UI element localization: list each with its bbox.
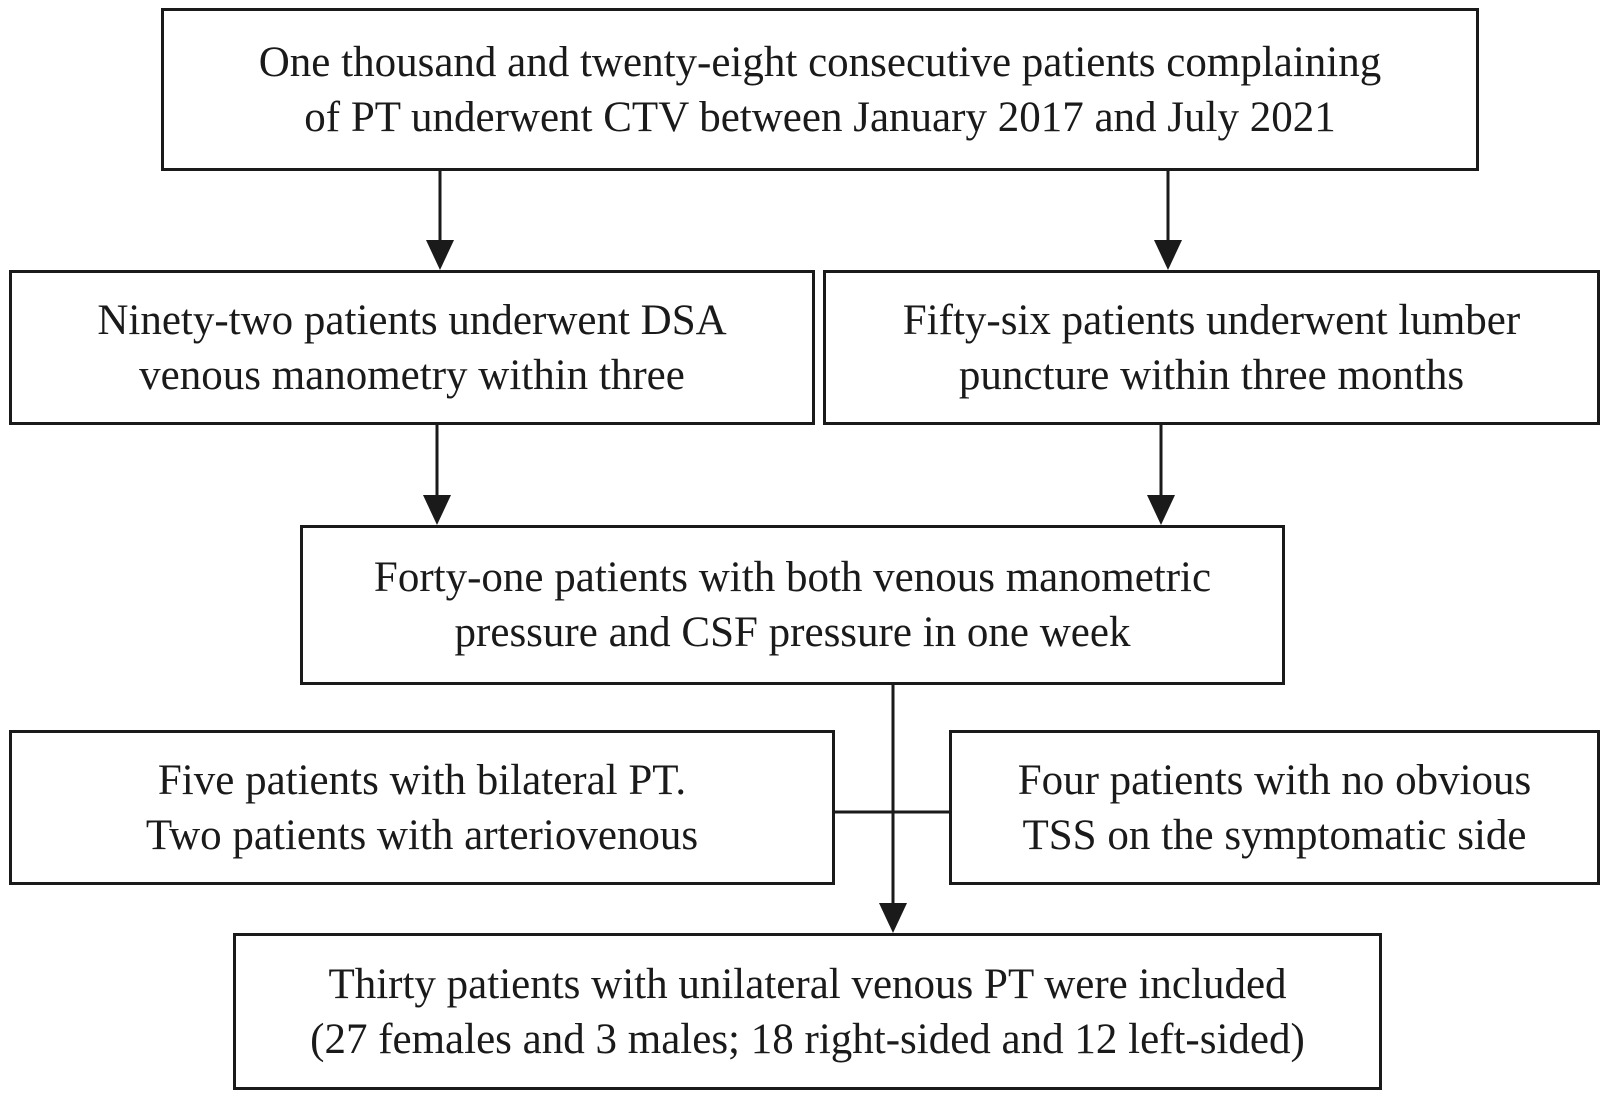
exclusion-no-tss-box: Four patients with no obvious TSS on the… [949, 730, 1600, 885]
arrowhead-dsa-to-combined [423, 495, 451, 525]
initial-cohort-line-2: of PT underwent CTV between January 2017… [304, 93, 1336, 141]
initial-cohort-line-1: One thousand and twenty-eight consecutiv… [258, 38, 1382, 86]
combined-pressure-box: Forty-one patients with both venous mano… [300, 525, 1285, 685]
arrowhead-combined-to-final [879, 903, 907, 933]
exclusion-bilateral-line-2: Two patients with arteriovenous [145, 811, 699, 859]
combined-pressure-line-2: pressure and CSF pressure in one week [454, 609, 1131, 656]
exclusion-bilateral-box: Five patients with bilateral PT. Two pat… [9, 730, 835, 885]
arrowhead-initial-to-lumbar [1154, 240, 1182, 270]
exclusion-bilateral-line-1: Five patients with bilateral PT. [157, 756, 687, 804]
exclusion-no-tss-line-1: Four patients with no obvious [1017, 756, 1532, 804]
dsa-manometry-line-2: venous manometry within three [139, 351, 685, 399]
lumbar-puncture-line-1: Fifty-six patients underwent lumber [902, 296, 1521, 344]
combined-pressure-line-1: Forty-one patients with both venous mano… [373, 554, 1212, 601]
final-cohort-box: Thirty patients with unilateral venous P… [233, 933, 1382, 1090]
dsa-manometry-line-1: Ninety-two patients underwent DSA [97, 296, 727, 344]
arrowhead-lumbar-to-combined [1147, 495, 1175, 525]
dsa-manometry-box: Ninety-two patients underwent DSA venous… [9, 270, 815, 425]
exclusion-no-tss-line-2: TSS on the symptomatic side [1022, 811, 1527, 859]
lumbar-puncture-box: Fifty-six patients underwent lumber punc… [823, 270, 1600, 425]
final-cohort-line-1: Thirty patients with unilateral venous P… [328, 960, 1287, 1008]
initial-cohort-box: One thousand and twenty-eight consecutiv… [161, 8, 1479, 171]
arrowhead-initial-to-dsa [426, 240, 454, 270]
final-cohort-line-2: (27 females and 3 males; 18 right-sided … [310, 1015, 1305, 1063]
lumbar-puncture-line-2: puncture within three months [958, 351, 1465, 399]
